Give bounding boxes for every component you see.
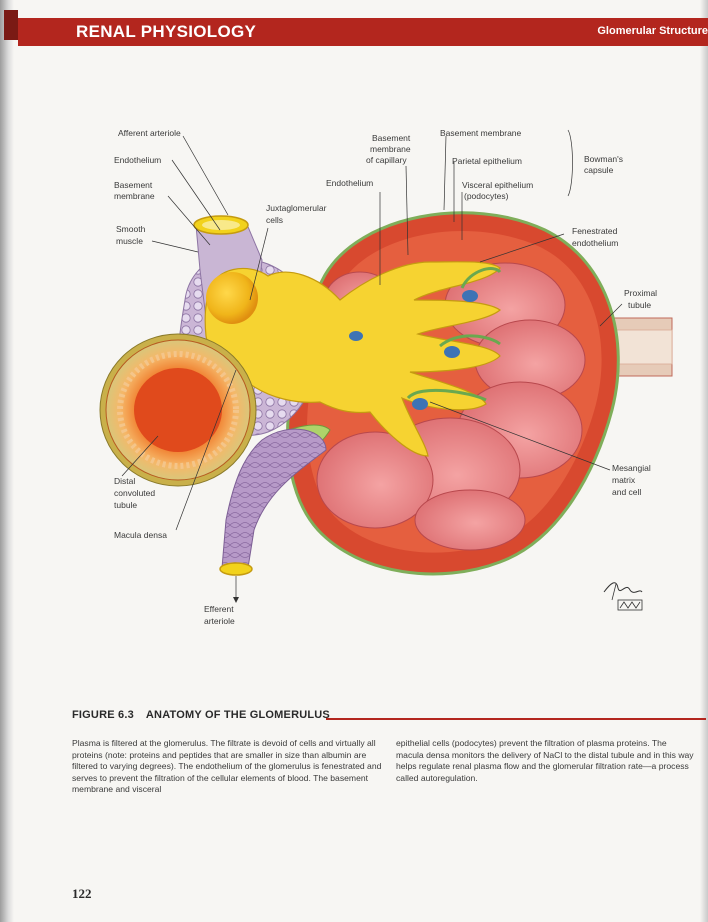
efferent-arteriole-shape (221, 428, 327, 569)
header-title: RENAL PHYSIOLOGY (76, 22, 257, 41)
label-bowmans-capsule-2: capsule (584, 165, 614, 175)
label-basement-membrane-capillary-2: membrane (370, 144, 411, 154)
label-basement-membrane-capillary-3: of capillary (366, 155, 407, 165)
figure-title: FIGURE 6.3 ANATOMY OF THE GLOMERULUS (72, 709, 330, 721)
label-basement-membrane-left: Basement (114, 180, 153, 190)
running-header: RENAL PHYSIOLOGY Glomerular Structure (18, 18, 708, 46)
label-afferent-arteriole: Afferent arteriole (118, 128, 181, 138)
label-fenestrated-endothelium-2: endothelium (572, 238, 618, 248)
figure-title-text: ANATOMY OF THE GLOMERULUS (145, 709, 330, 721)
label-leaders (121, 129, 623, 531)
label-mesangial-matrix-2: matrix (612, 475, 636, 485)
label-efferent-arteriole: Efferent (204, 604, 234, 614)
label-proximal-tubule: Proximal (624, 288, 657, 298)
caption-left-column: Plasma is filtered at the glomerulus. Th… (72, 738, 382, 795)
label-visceral-epithelium-2: (podocytes) (464, 191, 509, 201)
label-parietal-epithelium: Parietal epithelium (452, 156, 522, 166)
figure-number: FIGURE 6.3 (72, 709, 134, 721)
label-basement-membrane-capillary: Basement (372, 133, 411, 143)
label-fenestrated-endothelium: Fenestrated (572, 226, 618, 236)
label-mesangial-matrix: Mesangial (612, 463, 651, 473)
capillary-tuft-shape (204, 261, 501, 457)
label-smooth-muscle-2: muscle (116, 236, 143, 246)
label-distal-tubule-3: tubule (114, 500, 137, 510)
diagram-labels: Afferent arteriole Endothelium Basement … (114, 128, 657, 626)
label-distal-tubule-2: convoluted (114, 488, 155, 498)
label-endothelium-left: Endothelium (114, 155, 161, 165)
label-bowmans-capsule: Bowman's (584, 154, 623, 164)
artist-signature-mark (603, 582, 643, 611)
page-binding-shadow (0, 0, 14, 922)
label-basement-membrane-left-2: membrane (114, 191, 155, 201)
mesangial-cells (349, 267, 502, 410)
page-number: 122 (72, 886, 92, 901)
label-basement-membrane-top: Basement membrane (440, 128, 522, 138)
label-mesangial-matrix-3: and cell (612, 487, 641, 497)
label-distal-tubule: Distal (114, 476, 135, 486)
label-macula-densa: Macula densa (114, 530, 167, 540)
label-visceral-epithelium: Visceral epithelium (462, 180, 533, 190)
figure-title-rule (326, 718, 706, 720)
label-efferent-arteriole-2: arteriole (204, 616, 235, 626)
distal-tubule-shape (99, 333, 257, 487)
page-edge-shadow (700, 0, 708, 922)
header-accent-tab (4, 10, 18, 40)
label-proximal-tubule-2: tubule (628, 300, 651, 310)
caption-right-column: epithelial cells (podocytes) prevent the… (396, 738, 694, 783)
header-section: Glomerular Structure (597, 25, 708, 37)
label-smooth-muscle: Smooth (116, 224, 146, 234)
label-endothelium-center: Endothelium (326, 178, 373, 188)
label-juxtaglomerular-cells-2: cells (266, 215, 283, 225)
label-juxtaglomerular-cells: Juxtaglomerular (266, 203, 327, 213)
glomerulus-illustration: Afferent arteriole Endothelium Basement … (99, 128, 673, 626)
